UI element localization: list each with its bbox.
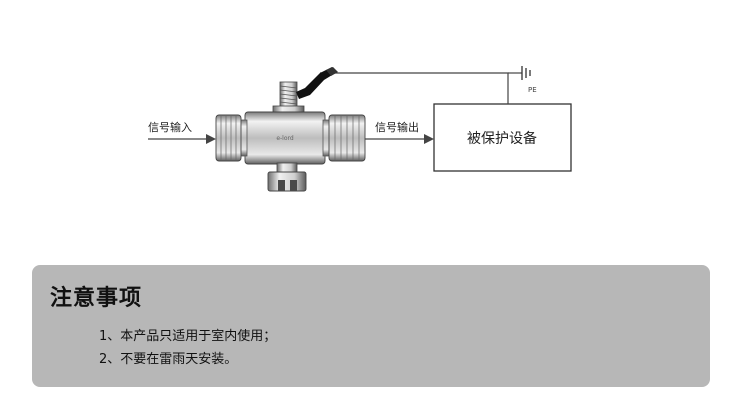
input-arrow [148,134,216,144]
notes-title: 注意事项 [50,286,143,311]
notes-list: 1、本产品只适用于室内使用； 2、不要在雷雨天安装。 [99,325,276,371]
protected-device-label: 被保护设备 [467,130,537,147]
output-arrow [365,134,434,144]
signal-output-label: 信号输出 [375,120,419,134]
ground-label: PE [528,86,537,94]
notes-item: 1、本产品只适用于室内使用； [99,329,277,344]
wiring-diagram: 信号输入 信号输出 被保护设备 PE e-lord [148,66,572,192]
device-body-text: e-lord [276,135,294,142]
notes-item: 2、不要在雷雨天安装。 [99,352,238,367]
protected-device-box [433,103,572,172]
surge-protector-icon: e-lord [215,67,366,192]
ground-symbol-icon [521,66,531,80]
signal-input-label: 信号输入 [148,120,192,134]
ground-wire [320,72,522,104]
notes-panel: 注意事项 1、本产品只适用于室内使用； 2、不要在雷雨天安装。 [32,265,710,387]
